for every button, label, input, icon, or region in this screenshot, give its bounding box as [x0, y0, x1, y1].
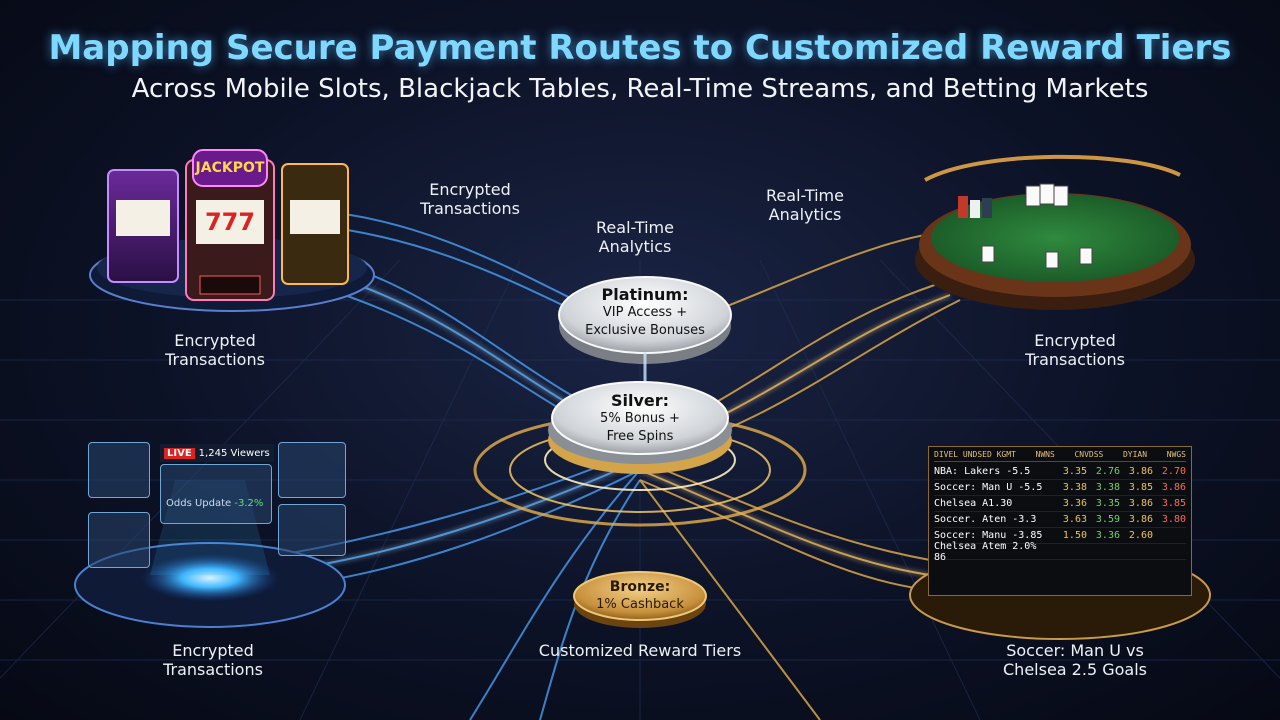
odds-table-row: NBA: Lakers -5.5 3.35 2.76 3.86 2.70	[934, 464, 1186, 480]
platinum-tier-label: Platinum: VIP Access + Exclusive Bonuses	[565, 286, 725, 340]
odds-header-cell: NWGS	[1166, 450, 1186, 459]
odds-event: Soccer: Man U -5.5	[934, 482, 1043, 493]
label-analytics-center: Real-Time Analytics	[596, 218, 674, 256]
page-title: Mapping Secure Payment Routes to Customi…	[48, 28, 1232, 68]
odds-change-value: -3.2%	[234, 498, 264, 509]
chip-stack-icon	[958, 196, 992, 218]
stream-side-panel-right	[278, 442, 346, 498]
viewer-count: 1,245 Viewers	[198, 447, 270, 459]
odds-table-row: Chelsea A1.30 3.36 3.35 3.86 3.85	[934, 496, 1186, 512]
odds-update-panel: Odds Update -3.2%	[160, 464, 272, 524]
label-encrypted-bottom-left: Encrypted Transactions	[163, 641, 263, 679]
odds-value: 3.86	[1128, 466, 1153, 477]
label-encrypted-top: Encrypted Transactions	[420, 180, 520, 218]
silver-tier-name: Silver:	[610, 391, 670, 410]
page-subtitle: Across Mobile Slots, Blackjack Tables, R…	[131, 74, 1149, 104]
label-encrypted-right: Encrypted Transactions	[1025, 331, 1125, 369]
odds-update-label: Odds Update	[166, 498, 232, 509]
odds-value: 3.35	[1062, 466, 1087, 477]
odds-event: Soccer. Aten -3.3	[934, 514, 1037, 525]
odds-table-header: DIVEL UNDSED KGMT NWNS CNVDSS DYIAN NWGS	[934, 450, 1186, 462]
odds-value: 3.86	[1128, 514, 1153, 525]
platinum-tier-disc	[558, 276, 732, 390]
odds-value: 3.36	[1062, 498, 1087, 509]
odds-value: 3.38	[1062, 482, 1087, 493]
odds-table-row: Soccer: Manu -3.85 1.50 3.36 2.60	[934, 528, 1186, 544]
playing-cards-icon	[981, 183, 1093, 269]
odds-value: 3.85	[1128, 482, 1153, 493]
label-analytics-right: Real-Time Analytics	[766, 186, 844, 224]
odds-table-row: Chelsea Atem 2.0% 86	[934, 540, 1186, 563]
odds-value: 3.59	[1095, 514, 1120, 525]
odds-table-row: Soccer: Man U -5.5 3.38 3.38 3.85 3.86	[934, 480, 1186, 496]
bronze-tier-disc	[573, 571, 707, 628]
odds-event: Chelsea Atem 2.0% 86	[934, 540, 1037, 563]
odds-value: 3.35	[1095, 498, 1120, 509]
odds-value: 1.50	[1062, 530, 1087, 541]
bronze-tier-label: Bronze: 1% Cashback	[580, 578, 700, 614]
odds-value: 3.86	[1161, 482, 1186, 493]
odds-header-cell: NWNS	[1035, 450, 1055, 459]
odds-value: 2.76	[1095, 466, 1120, 477]
label-encrypted-left: Encrypted Transactions	[165, 331, 265, 369]
label-customized-tiers: Customized Reward Tiers	[538, 641, 742, 660]
odds-value: 3.85	[1161, 498, 1186, 509]
live-badge: LIVE	[164, 447, 195, 459]
odds-value: 2.70	[1161, 466, 1186, 477]
blackjack-table	[915, 154, 1195, 310]
odds-table-row: Soccer. Aten -3.3 3.63 3.59 3.86 3.80	[934, 512, 1186, 528]
odds-event: NBA: Lakers -5.5	[934, 466, 1031, 477]
odds-header-cell: DYIAN	[1122, 450, 1148, 459]
odds-value: 3.36	[1095, 530, 1120, 541]
bronze-tier-desc: 1% Cashback	[596, 597, 684, 612]
odds-value: 3.86	[1128, 498, 1153, 509]
silver-tier-disc	[548, 381, 732, 474]
slot-machine-icon	[107, 149, 349, 301]
stream-side-panel-left	[88, 442, 150, 498]
label-soccer-goals: Soccer: Man U vs Chelsea 2.5 Goals	[1003, 641, 1147, 679]
bronze-tier-name: Bronze:	[609, 579, 671, 595]
odds-event: Soccer: Manu -3.85	[934, 530, 1043, 541]
stream-side-panel-right-2	[278, 504, 346, 556]
odds-table: DIVEL UNDSED KGMT NWNS CNVDSS DYIAN NWGS NBA…	[928, 446, 1192, 596]
slot-machines-platform	[89, 149, 375, 312]
platinum-tier-desc: VIP Access + Exclusive Bonuses	[585, 305, 705, 338]
slot-reels: 777	[204, 208, 256, 236]
silver-tier-label: Silver: 5% Bonus + Free Spins	[565, 392, 715, 446]
platinum-tier-name: Platinum:	[601, 285, 689, 304]
odds-header-cell: CNVDSS	[1074, 450, 1104, 459]
odds-header-cell: DIVEL UNDSED KGMT	[934, 450, 1016, 459]
odds-value: 3.80	[1161, 514, 1186, 525]
odds-event: Chelsea A1.30	[934, 498, 1013, 509]
live-viewers-bar: LIVE 1,245 Viewers	[160, 444, 274, 462]
odds-value: 3.38	[1095, 482, 1120, 493]
odds-value: 2.60	[1128, 530, 1153, 541]
silver-tier-desc: 5% Bonus + Free Spins	[600, 411, 680, 444]
stream-side-panel-left-2	[88, 512, 150, 568]
odds-value: 3.63	[1062, 514, 1087, 525]
jackpot-sign: JACKPOT	[195, 160, 265, 176]
